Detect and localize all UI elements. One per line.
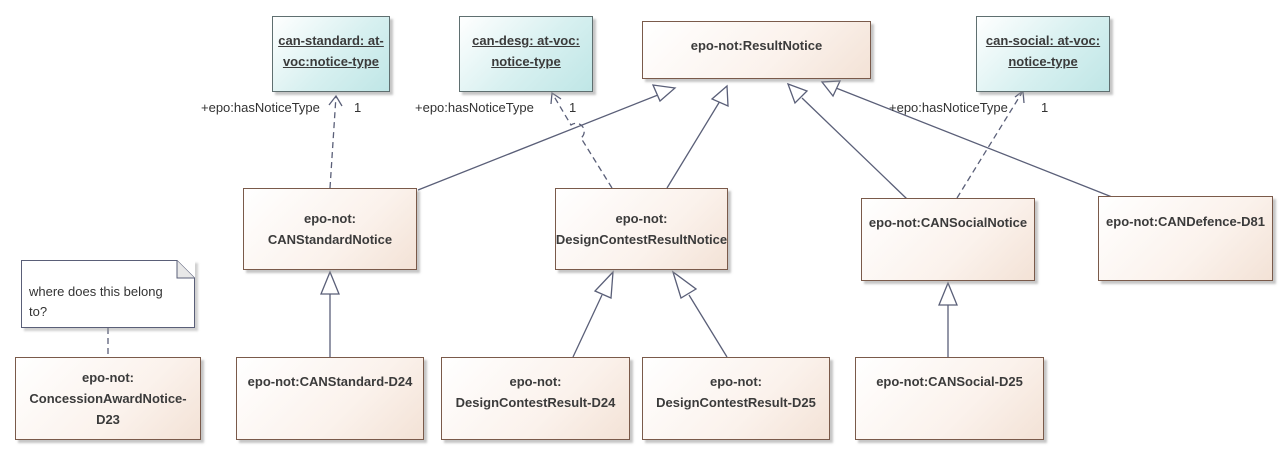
class-name: epo-not:CANDefence-D81 <box>1106 214 1265 229</box>
vocab-line-1: can-social: at-voc: <box>985 33 1101 48</box>
can-social-notice-class[interactable]: epo-not:CANSocialNotice <box>861 198 1035 281</box>
design-contest-result-notice-class[interactable]: epo-not: DesignContestResultNotice <box>555 188 728 270</box>
association-desg-notice-type <box>551 92 613 189</box>
vocab-line-1: can-desg: at-voc: <box>472 33 580 48</box>
triangle-candefence-to-resultnotice <box>820 80 842 98</box>
role-label-can-desg: +epo:hasNoticeType <box>415 100 534 115</box>
can-desg-vocabulary-box[interactable]: can-desg: at-voc: notice-type <box>459 16 593 92</box>
can-social-vocabulary-box[interactable]: can-social: at-voc: notice-type <box>976 16 1110 92</box>
triangle-canstandard-to-resultnotice <box>651 84 677 103</box>
vocab-line-1: can-standard: at- <box>278 33 384 48</box>
can-standard-notice-class[interactable]: epo-not: CANStandardNotice <box>243 188 417 270</box>
multiplicity-label-can-standard: 1 <box>354 100 362 115</box>
can-defence-d81-class[interactable]: epo-not:CANDefence-D81 <box>1098 196 1273 281</box>
class-name-line-1: epo-not: <box>509 373 562 389</box>
class-name-line-1: epo-not: <box>710 373 762 389</box>
class-name: epo-not:CANStandard-D24 <box>247 374 413 389</box>
role-label-can-social: +epo:hasNoticeType <box>889 100 1008 115</box>
note-text: where does this belong to? <box>29 284 163 319</box>
class-name-line-2: DesignContestResult-D25 <box>656 394 816 410</box>
generalization-designcontest-d25 <box>688 294 728 358</box>
vocab-line-2: voc:notice-type <box>282 54 380 69</box>
arrowhead-desg-notice-type <box>550 91 562 105</box>
triangle-designcontest-to-resultnotice <box>710 84 729 108</box>
triangle-cansocial-d25 <box>938 281 958 306</box>
triangle-designcontest-d24 <box>593 270 614 299</box>
generalization-designcontest-d24 <box>572 294 603 358</box>
class-name: epo-not:CANSocial-D25 <box>876 374 1023 389</box>
design-contest-result-d25-class[interactable]: epo-not: DesignContestResult-D25 <box>642 357 830 440</box>
class-name-line-1: epo-not: <box>615 211 668 226</box>
triangle-designcontest-d25 <box>671 270 698 299</box>
note-comment[interactable]: where does this belong to? <box>21 260 195 328</box>
multiplicity-label-can-desg: 1 <box>569 100 577 115</box>
result-notice-class[interactable]: epo-not:ResultNotice <box>642 21 871 79</box>
design-contest-result-d24-class[interactable]: epo-not: DesignContestResult-D24 <box>441 357 630 440</box>
class-name-line-1: epo-not: <box>82 370 134 385</box>
class-name-line-2: ConcessionAwardNotice- <box>29 391 187 406</box>
triangle-cansocial-to-resultnotice <box>786 82 809 105</box>
class-name: epo-not:ResultNotice <box>690 38 823 53</box>
can-social-d25-class[interactable]: epo-not:CANSocial-D25 <box>855 357 1044 440</box>
generalization-designcontest-to-resultnotice <box>666 100 721 189</box>
role-label-can-standard: +epo:hasNoticeType <box>201 100 320 115</box>
generalization-cansocial-to-resultnotice <box>801 97 908 200</box>
class-name-line-2: DesignContestResultNotice <box>555 232 728 247</box>
class-name-line-3: D23 <box>96 412 120 427</box>
association-cansocial-notice-type <box>956 90 1024 199</box>
vocab-line-2: notice-type <box>1008 54 1078 69</box>
generalization-candefence-to-resultnotice <box>835 87 1113 198</box>
triangle-canstandard-d24 <box>320 270 340 295</box>
multiplicity-label-can-social: 1 <box>1041 100 1049 115</box>
class-name-line-2: DesignContestResult-D24 <box>455 394 616 410</box>
vocab-line-2: notice-type <box>491 54 561 69</box>
can-standard-d24-class[interactable]: epo-not:CANStandard-D24 <box>236 357 424 440</box>
generalization-canstandard-to-resultnotice <box>417 92 664 191</box>
arrowhead-canstandard-notice-type <box>328 94 343 107</box>
class-name-line-1: epo-not: <box>304 211 356 226</box>
note-outline <box>21 260 195 328</box>
class-name-line-2: CANStandardNotice <box>267 232 393 247</box>
association-canstandard-notice-type <box>329 95 337 189</box>
class-name: epo-not:CANSocialNotice <box>868 215 1028 230</box>
concession-award-notice-d23-class[interactable]: epo-not: ConcessionAwardNotice- D23 <box>15 357 201 440</box>
can-standard-vocabulary-box[interactable]: can-standard: at- voc:notice-type <box>272 16 390 92</box>
